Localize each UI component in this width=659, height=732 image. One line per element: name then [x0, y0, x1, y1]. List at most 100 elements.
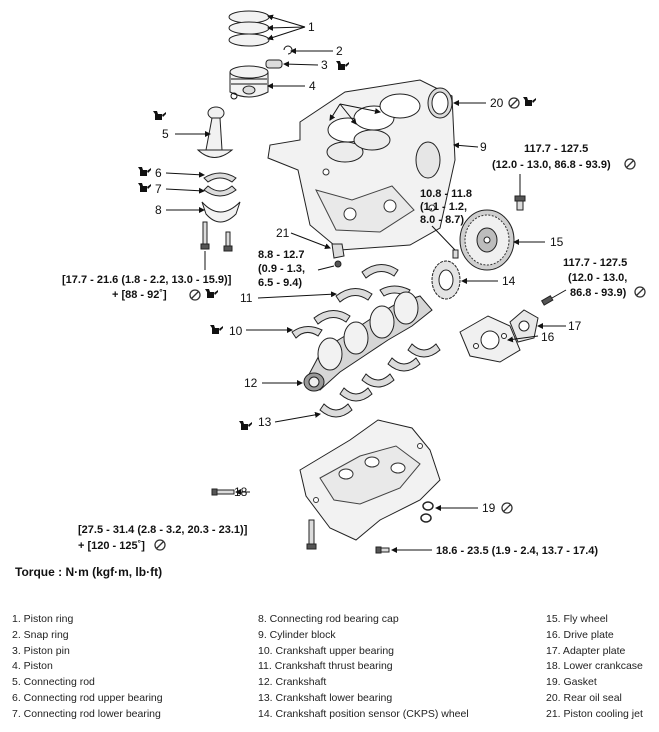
sensor-wheel-bolt-drawing [452, 249, 459, 259]
torque-driveplate-line1: 117.7 - 127.5 [563, 257, 627, 269]
legend-item: 11. Crankshaft thrust bearing [258, 660, 393, 673]
piston-cooling-jet-drawing [331, 243, 345, 268]
oil-can-icon [205, 289, 218, 298]
legend-item: 20. Rear oil seal [546, 691, 622, 704]
callout-18: 18 [234, 485, 248, 499]
adapter-plate-drawing [509, 309, 539, 343]
torque-jet-line3: 6.5 - 9.4) [258, 277, 302, 289]
legend-item: 9. Cylinder block [258, 628, 336, 641]
conrod-upper-bearing-drawing [203, 172, 237, 183]
torque-driveplate-line3: 86.8 - 93.9) [570, 287, 627, 299]
rear-oil-seal-drawing [427, 87, 453, 119]
callout-20: 20 [490, 96, 504, 110]
callout-3: 3 [321, 58, 328, 72]
callout-9: 9 [480, 140, 487, 154]
torque-jet-line2: (0.9 - 1.3, [258, 263, 305, 275]
conrod-lower-bearing-drawing [203, 185, 237, 197]
oil-can-icon [138, 167, 151, 176]
legend-item: 21. Piston cooling jet [546, 707, 643, 720]
main-bearing-bolt-drawing [306, 519, 317, 550]
callout-10: 10 [229, 324, 243, 338]
do-not-reuse-icon [154, 539, 166, 551]
callout-2: 2 [336, 44, 343, 58]
flywheel-bolt-drawing [514, 195, 526, 211]
drive-plate-drawing [459, 315, 521, 363]
do-not-reuse-icon [508, 97, 520, 109]
legend-column-1: 1. Piston ring 2. Snap ring 3. Piston pi… [12, 612, 163, 723]
conrod-cap-drawing [201, 201, 241, 223]
torque-sensor-line1: 10.8 - 11.8 [420, 188, 472, 200]
torque-main-line2: + [120 - 125˚] [78, 540, 145, 552]
legend-item: 5. Connecting rod [12, 676, 95, 689]
callout-16: 16 [541, 330, 555, 344]
legend-item: 13. Crankshaft lower bearing [258, 691, 393, 704]
callout-6: 6 [155, 166, 162, 180]
torque-sensor-line3: 8.0 - 8.7) [420, 214, 464, 226]
callout-4: 4 [309, 79, 316, 93]
legend-item: 17. Adapter plate [546, 644, 626, 657]
legend-item: 6. Connecting rod upper bearing [12, 691, 163, 704]
legend-item: 10. Crankshaft upper bearing [258, 644, 395, 657]
connecting-rod-drawing [196, 106, 234, 158]
legend-item: 16. Drive plate [546, 628, 614, 641]
piston-pin-drawing [265, 59, 283, 69]
gasket-drawing [420, 501, 434, 523]
legend-column-2: 8. Connecting rod bearing cap 9. Cylinde… [258, 612, 469, 723]
crankshaft-drawing [303, 291, 433, 392]
legend-item: 15. Fly wheel [546, 613, 608, 625]
torque-flywheel-line1: 117.7 - 127.5 [524, 143, 588, 155]
piston-drawing [229, 65, 269, 98]
torque-main-line1: [27.5 - 31.4 (2.8 - 3.2, 20.3 - 23.1)] [78, 524, 248, 536]
torque-sensor-line2: (1.1 - 1.2, [420, 201, 467, 213]
exploded-diagram: 1 2 3 4 5 6 7 8 [17.7 - 21 [62, 10, 646, 557]
oil-can-icon [138, 183, 151, 192]
torque-driveplate-line2: (12.0 - 13.0, [568, 272, 627, 284]
callout-5: 5 [162, 127, 169, 141]
torque-crankcase-line1: 18.6 - 23.5 (1.9 - 2.4, 13.7 - 17.4) [436, 545, 598, 557]
crankcase-stud-drawing [211, 488, 235, 496]
legend-item: 4. Piston [12, 660, 53, 673]
oil-can-icon [523, 97, 536, 106]
fly-wheel-drawing [459, 209, 515, 271]
torque-unit-label: Torque : N·m (kgf·m, lb·ft) [15, 565, 163, 579]
callout-7: 7 [155, 182, 162, 196]
do-not-reuse-icon [634, 286, 646, 298]
callout-11: 11 [240, 291, 253, 305]
ckps-wheel-drawing [431, 260, 461, 300]
crankshaft-lower-bearings-drawing [319, 343, 441, 418]
torque-conrod-line1: [17.7 - 21.6 (1.8 - 2.2, 13.0 - 15.9)] [62, 274, 232, 286]
oil-can-icon [210, 325, 223, 334]
drive-plate-bolt-drawing [540, 295, 554, 306]
legend-item: 3. Piston pin [12, 644, 70, 657]
oil-can-icon [336, 61, 349, 70]
torque-conrod-line2: + [88 - 92˚] [112, 289, 167, 301]
legend-item: 18. Lower crankcase [546, 660, 643, 673]
callout-14: 14 [502, 274, 516, 288]
callout-15: 15 [550, 235, 564, 249]
callout-17: 17 [568, 319, 582, 333]
torque-flywheel-line2: (12.0 - 13.0, 86.8 - 93.9) [492, 159, 611, 171]
legend-item: 1. Piston ring [12, 613, 74, 625]
cylinder-block-drawing [267, 79, 456, 251]
torque-jet-line1: 8.8 - 12.7 [258, 249, 304, 261]
piston-ring-drawing [228, 10, 270, 47]
lower-crankcase-drawing [299, 419, 441, 541]
legend-item: 12. Crankshaft [258, 676, 327, 689]
legend-column-3: 15. Fly wheel 16. Drive plate 17. Adapte… [546, 612, 643, 723]
do-not-reuse-icon [501, 502, 513, 514]
leader-1 [267, 14, 306, 41]
legend-item: 8. Connecting rod bearing cap [258, 613, 399, 625]
callout-19: 19 [482, 501, 496, 515]
callout-12: 12 [244, 376, 258, 390]
do-not-reuse-icon [624, 158, 636, 170]
conrod-bolts-drawing [200, 221, 233, 252]
oil-can-icon [153, 111, 166, 120]
snap-ring-drawing [283, 45, 293, 55]
callout-8: 8 [155, 203, 162, 217]
legend-item: 19. Gasket [546, 676, 597, 689]
legend-item: 7. Connecting rod lower bearing [12, 707, 161, 720]
legend-item: 2. Snap ring [12, 628, 69, 641]
parts-legend: 1. Piston ring 2. Snap ring 3. Piston pi… [0, 612, 659, 727]
callout-1: 1 [308, 20, 315, 34]
oil-can-icon [239, 421, 252, 430]
